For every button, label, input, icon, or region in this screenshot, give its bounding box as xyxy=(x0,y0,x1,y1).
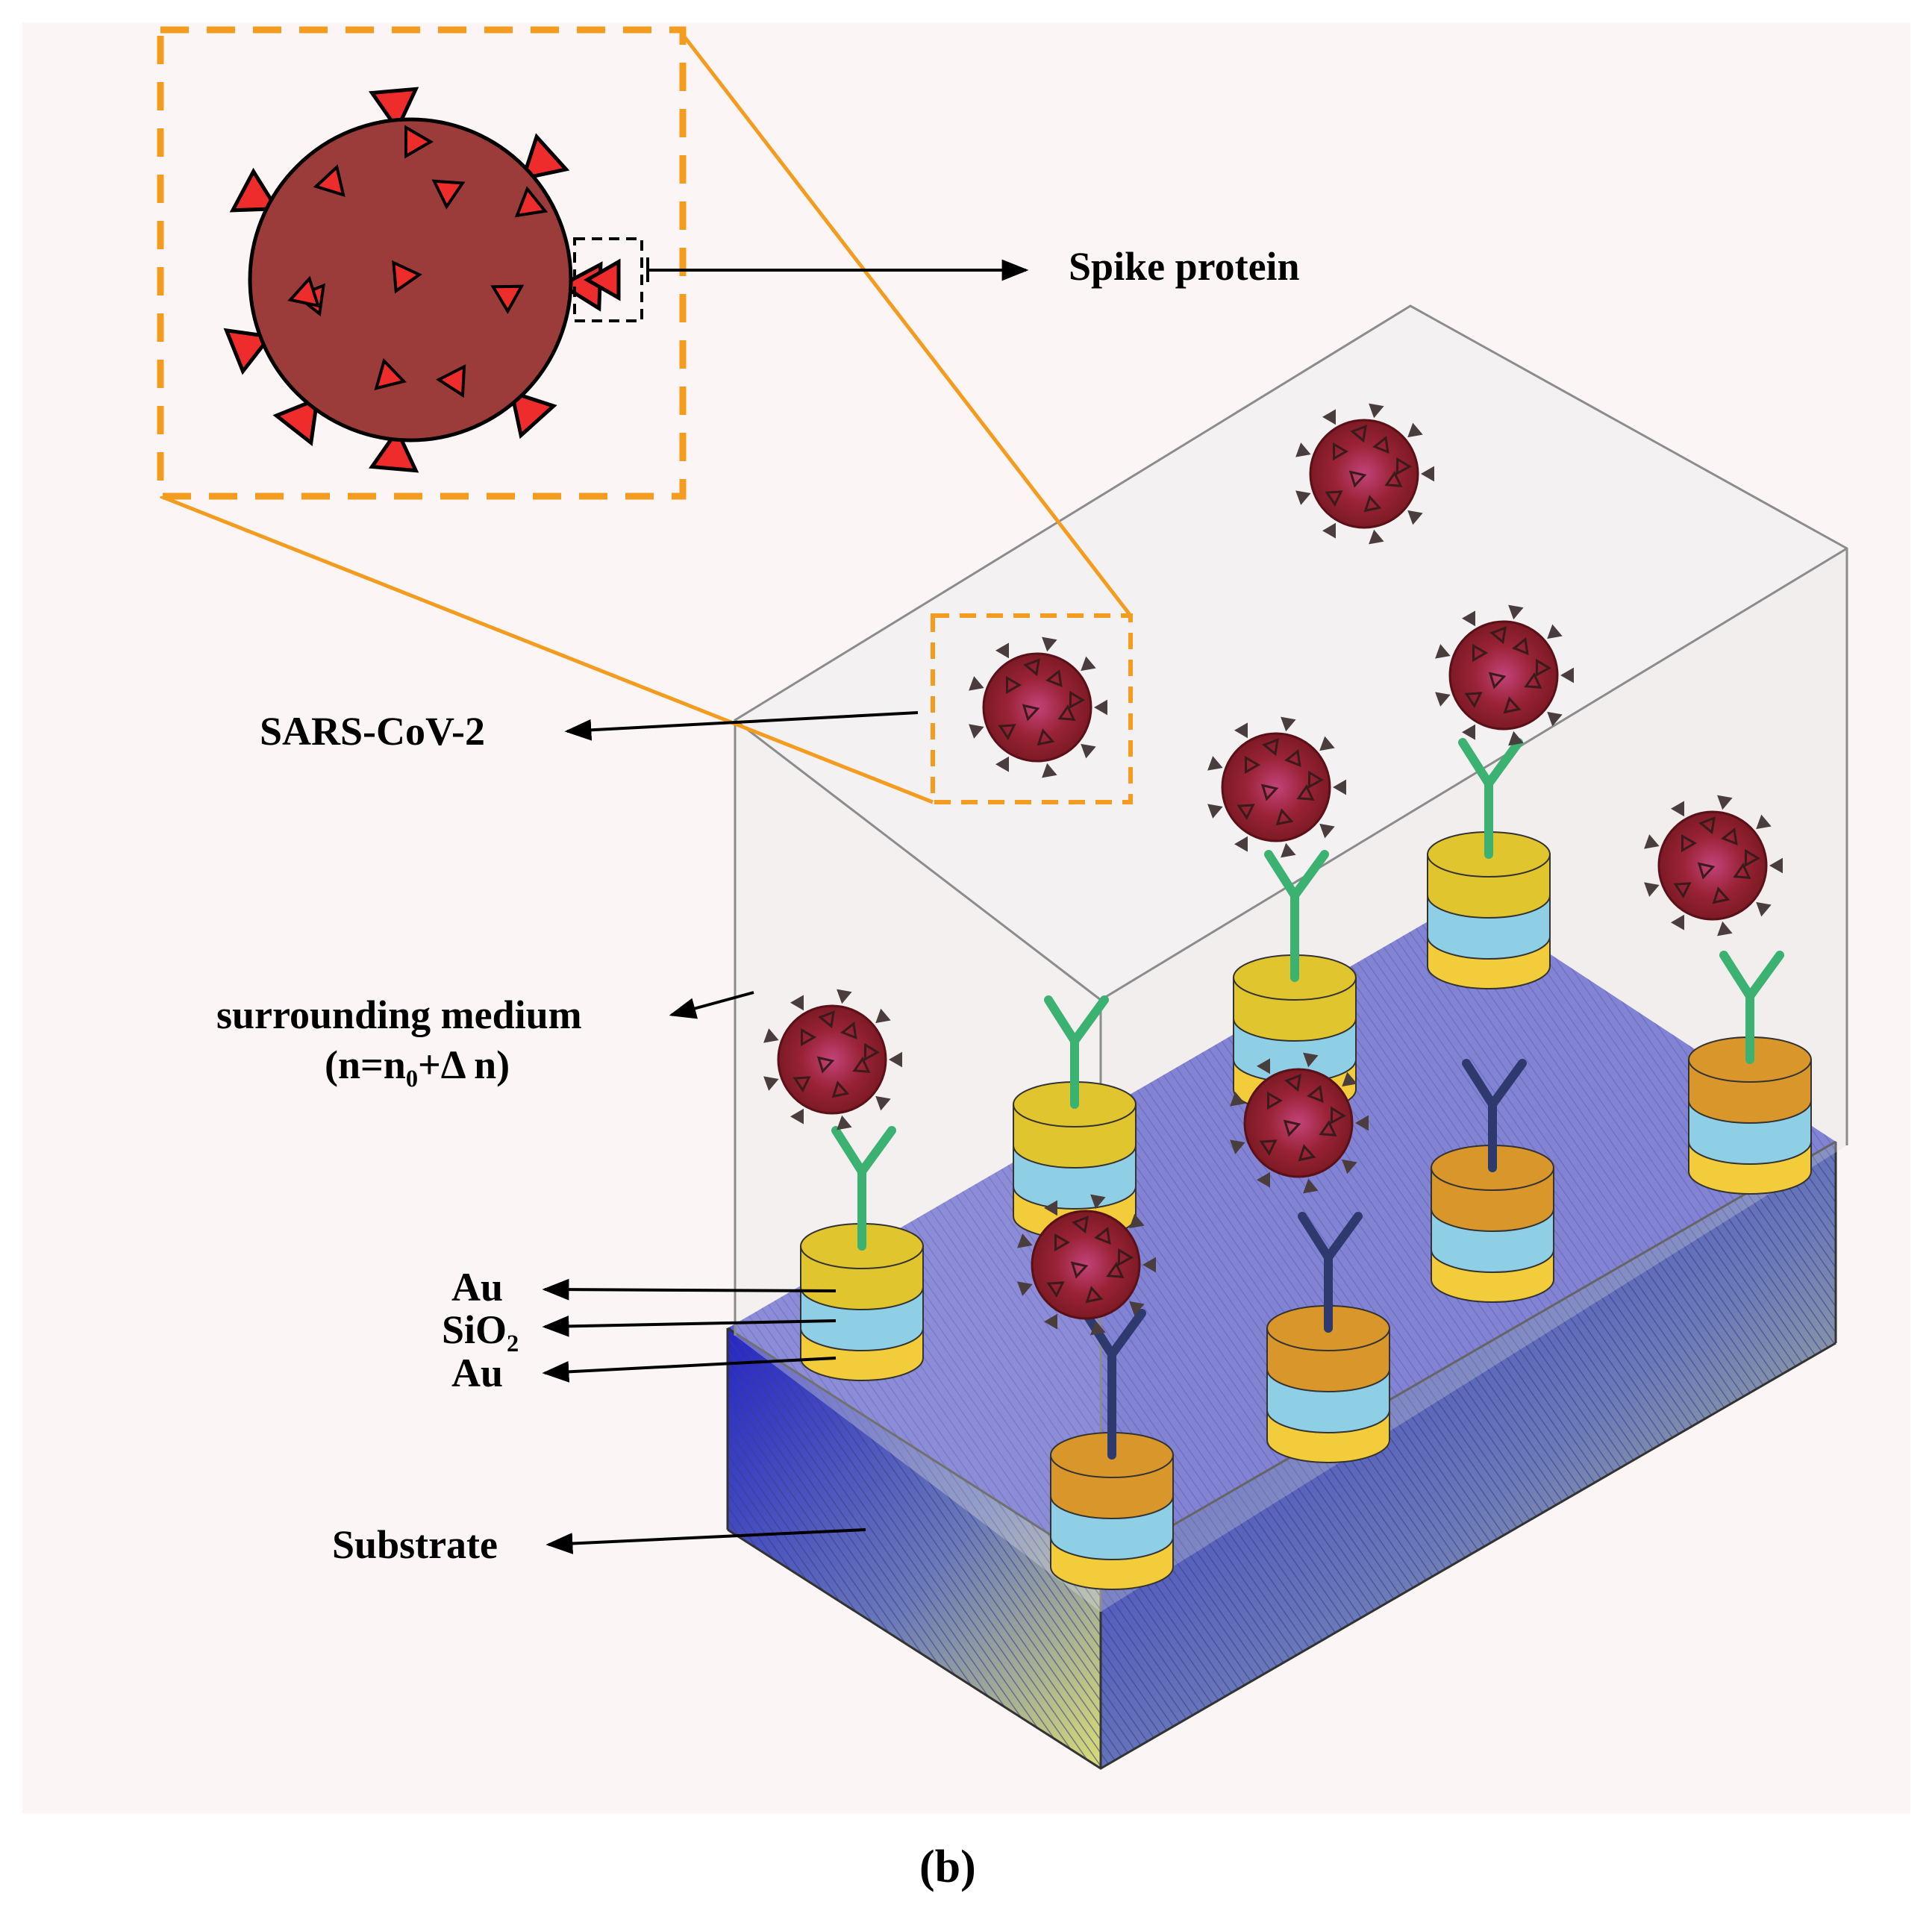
virus-icon xyxy=(1017,1194,1156,1336)
virus-icon xyxy=(1644,795,1783,936)
au-top-arrow xyxy=(542,1278,837,1301)
au-bottom-arrow xyxy=(542,1357,837,1383)
antibody-icon xyxy=(1081,1309,1146,1460)
au-top-label: Au xyxy=(451,1265,503,1310)
medium-top-face xyxy=(735,306,1847,1000)
sio2-label: SiO₂ xyxy=(442,1307,519,1352)
nanodisk-icon xyxy=(1050,1432,1174,1590)
antibody-icon xyxy=(1462,1059,1527,1172)
antibody-icon xyxy=(1719,951,1784,1064)
sensor-array xyxy=(763,403,1812,1590)
nanodisk-icon xyxy=(1013,1081,1137,1239)
antibody-icon xyxy=(831,1126,896,1251)
antibody-icon xyxy=(1298,1212,1363,1333)
virus-icon xyxy=(763,989,902,1130)
nanodisk-icon xyxy=(1431,1145,1554,1303)
medium-arrow xyxy=(669,991,754,1019)
sars-cov-2-label: SARS-CoV-2 xyxy=(260,709,485,754)
spike-arrow xyxy=(646,257,1026,282)
spike-protein-label: Spike protein xyxy=(1069,244,1300,289)
virus-icon xyxy=(969,636,1107,778)
substrate-label: Substrate xyxy=(332,1522,498,1567)
virus-icon xyxy=(1435,604,1574,746)
label-arrows xyxy=(542,257,1026,1554)
medium-front-face xyxy=(735,720,1101,1612)
antibody-icon xyxy=(1044,995,1109,1109)
virus-icon xyxy=(1207,716,1346,858)
antibody-icon xyxy=(1264,850,1329,982)
small-highlight-box xyxy=(931,613,1133,804)
medium-label: surrounding medium xyxy=(216,992,582,1037)
sars-arrow xyxy=(564,711,919,741)
substrate-arrow xyxy=(545,1528,866,1554)
substrate-block xyxy=(726,899,1837,1770)
antibody-icon xyxy=(1458,738,1523,859)
spike-highlight-box xyxy=(573,237,643,322)
au-bottom-label: Au xyxy=(451,1351,503,1395)
sio2-arrow xyxy=(542,1315,837,1337)
refractive-index-label: (n=n₀+Δ n) xyxy=(325,1042,510,1087)
virus-icon xyxy=(223,87,621,473)
panel-label: (b) xyxy=(919,1842,976,1892)
nanodisk-icon xyxy=(800,1223,924,1381)
virus-icon xyxy=(1230,1052,1369,1194)
virus-icon xyxy=(1295,403,1434,545)
inset-connectors xyxy=(160,28,1132,804)
